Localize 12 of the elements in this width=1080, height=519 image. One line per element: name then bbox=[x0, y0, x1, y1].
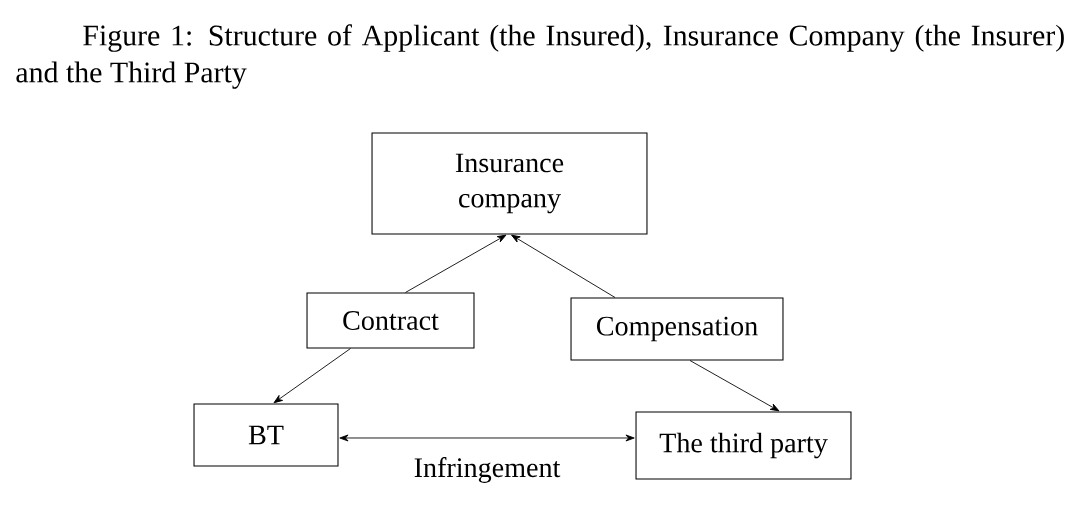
box: Compensation bbox=[570, 297, 784, 361]
box: BT bbox=[193, 403, 339, 467]
title: Figure 1: Structure of Applicant (the Insured), Insurance Company (the Insurer) and the Third Party bbox=[16, 24, 1064, 89]
box: Contract bbox=[306, 292, 475, 349]
arrow bbox=[689, 360, 780, 412]
arrow bbox=[339, 434, 635, 442]
edge-label: Infringement bbox=[414, 457, 561, 483]
box: Insurance company bbox=[371, 132, 648, 235]
box: The third party bbox=[635, 411, 852, 480]
arrow bbox=[511, 234, 616, 298]
arrow bbox=[405, 234, 507, 293]
arrow bbox=[273, 348, 351, 404]
